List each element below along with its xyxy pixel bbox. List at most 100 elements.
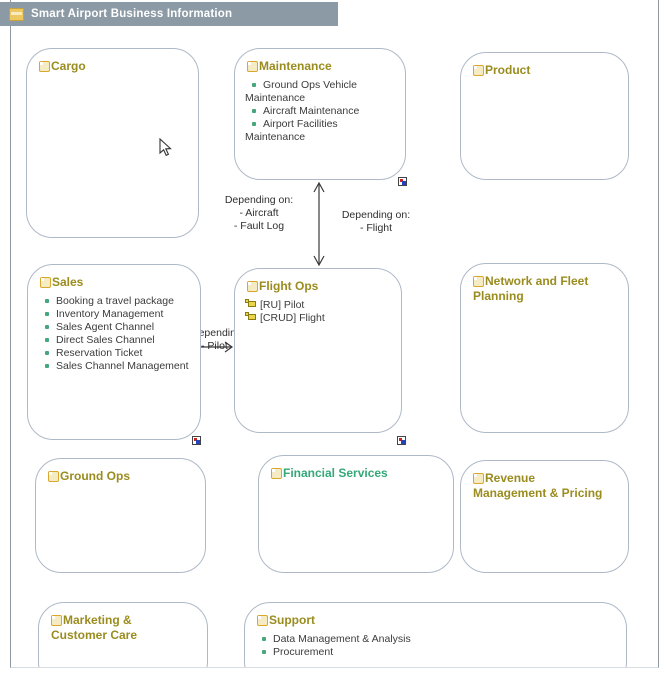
dependency-arrow-maintenance-flightops[interactable] bbox=[313, 181, 325, 267]
business-function-icon bbox=[271, 468, 282, 479]
box-title-label: Financial Services bbox=[283, 466, 388, 480]
list-item[interactable]: Booking a travel package bbox=[36, 295, 192, 308]
box-flight-ops[interactable]: Flight Ops [RU] Pilot [CRUD] Flight bbox=[234, 268, 402, 433]
bullet-icon bbox=[45, 312, 49, 316]
box-support[interactable]: Support Data Management & Analysis Procu… bbox=[244, 602, 627, 667]
business-object-item[interactable]: [CRUD] Flight bbox=[243, 312, 393, 325]
connection-label-pilot[interactable]: Depending on: - Pilot bbox=[191, 327, 234, 353]
box-title-label: Flight Ops bbox=[259, 279, 319, 293]
business-function-icon bbox=[247, 281, 258, 292]
bullet-icon bbox=[45, 299, 49, 303]
box-financial-services[interactable]: Financial Services bbox=[258, 455, 454, 573]
business-function-icon bbox=[257, 615, 268, 626]
business-function-icon bbox=[473, 276, 484, 287]
box-maintenance[interactable]: Maintenance Ground Ops Vehicle Maintenan… bbox=[234, 48, 406, 180]
business-function-icon bbox=[473, 473, 484, 484]
business-object-item[interactable]: [RU] Pilot bbox=[243, 299, 393, 312]
group-header[interactable]: Smart Airport Business Information bbox=[0, 2, 338, 26]
object-label: [CRUD] Flight bbox=[260, 312, 325, 324]
label-line: Depending on: bbox=[224, 194, 294, 206]
list-item-label: Ground Ops Vehicle Maintenance bbox=[245, 79, 357, 104]
box-title: Network and Fleet Planning bbox=[469, 272, 620, 304]
list-item-label: Reservation Ticket bbox=[56, 347, 143, 359]
business-function-icon bbox=[39, 61, 50, 72]
box-marketing-customer-care[interactable]: Marketing & Customer Care bbox=[38, 602, 208, 667]
list-item[interactable]: Procurement bbox=[253, 646, 618, 659]
business-function-icon bbox=[51, 615, 62, 626]
business-function-icon bbox=[40, 277, 51, 288]
box-cargo[interactable]: Cargo bbox=[26, 48, 199, 238]
bullet-icon bbox=[252, 122, 256, 126]
label-line: Depending on: bbox=[341, 209, 411, 221]
list-item[interactable]: Inventory Management bbox=[36, 308, 192, 321]
hidden-relations-badge[interactable] bbox=[397, 436, 406, 445]
bullet-icon bbox=[45, 338, 49, 342]
box-network-fleet-planning[interactable]: Network and Fleet Planning bbox=[460, 263, 629, 433]
list-item-label: Aircraft Maintenance bbox=[263, 105, 360, 117]
box-title: Support bbox=[253, 611, 618, 628]
label-line: - Aircraft bbox=[239, 207, 279, 219]
group-title: Smart Airport Business Information bbox=[31, 8, 233, 20]
hidden-relations-badge[interactable] bbox=[192, 436, 201, 445]
list-item[interactable]: Aircraft Maintenance bbox=[243, 105, 397, 118]
box-title: Product bbox=[469, 61, 620, 78]
list-item-label: Sales Agent Channel bbox=[56, 321, 155, 333]
box-title: Ground Ops bbox=[44, 467, 197, 484]
bullet-icon bbox=[45, 364, 49, 368]
box-title-label: Revenue Management & Pricing bbox=[473, 471, 603, 500]
box-title: Marketing & Customer Care bbox=[47, 611, 199, 643]
bullet-icon bbox=[262, 650, 266, 654]
list-item-label: Direct Sales Channel bbox=[56, 334, 155, 346]
mouse-cursor-icon bbox=[159, 138, 172, 157]
bullet-icon bbox=[252, 83, 256, 87]
box-title: Maintenance bbox=[243, 57, 397, 74]
bullet-icon bbox=[45, 351, 49, 355]
dependency-arrow-sales-flightops[interactable] bbox=[201, 341, 234, 353]
business-object-icon bbox=[245, 312, 256, 322]
list-item[interactable]: Airport Facilities Maintenance bbox=[243, 118, 397, 144]
list-item[interactable]: Data Management & Analysis bbox=[253, 633, 618, 646]
box-title: Sales bbox=[36, 273, 192, 290]
box-title-label: Product bbox=[485, 63, 531, 77]
business-function-icon bbox=[247, 61, 258, 72]
box-title: Revenue Management & Pricing bbox=[469, 469, 620, 501]
list-item-label: Airport Facilities Maintenance bbox=[245, 118, 338, 143]
box-title-label: Sales bbox=[52, 275, 84, 289]
business-object-icon bbox=[245, 299, 256, 309]
list-item[interactable]: Sales Agent Channel bbox=[36, 321, 192, 334]
business-function-icon bbox=[48, 471, 59, 482]
list-item[interactable]: Direct Sales Channel bbox=[36, 334, 192, 347]
box-title: Cargo bbox=[35, 57, 190, 74]
list-item[interactable]: Reservation Ticket bbox=[36, 347, 192, 360]
hidden-relations-badge[interactable] bbox=[398, 177, 407, 186]
box-title: Flight Ops bbox=[243, 277, 393, 294]
box-revenue-management-pricing[interactable]: Revenue Management & Pricing bbox=[460, 460, 629, 573]
box-ground-ops[interactable]: Ground Ops bbox=[35, 458, 206, 573]
box-product[interactable]: Product bbox=[460, 52, 629, 180]
box-title-label: Cargo bbox=[51, 59, 86, 73]
list-item[interactable]: Ground Ops Vehicle Maintenance bbox=[243, 79, 397, 105]
list-item[interactable]: Sales Channel Management bbox=[36, 360, 192, 373]
list-item-label: Procurement bbox=[273, 646, 334, 658]
connection-label-aircraft-faultlog[interactable]: Depending on: - Aircraft - Fault Log bbox=[204, 194, 314, 233]
folder-icon bbox=[9, 7, 24, 21]
label-line: - Pilot bbox=[201, 340, 228, 352]
bullet-icon bbox=[262, 637, 266, 641]
box-sales[interactable]: Sales Booking a travel package Inventory… bbox=[27, 264, 201, 440]
group-body[interactable]: Depending on: - Aircraft - Fault Log Dep… bbox=[10, 0, 659, 668]
box-title-label: Support bbox=[269, 613, 315, 627]
label-line: - Flight bbox=[359, 222, 393, 234]
object-label: [RU] Pilot bbox=[260, 299, 305, 311]
label-line: - Fault Log bbox=[233, 220, 285, 232]
box-title-label: Maintenance bbox=[259, 59, 332, 73]
connection-label-flight[interactable]: Depending on: - Flight bbox=[330, 209, 422, 235]
list-item-label: Booking a travel package bbox=[56, 295, 174, 307]
box-title: Financial Services bbox=[267, 464, 445, 481]
bullet-icon bbox=[45, 325, 49, 329]
business-function-icon bbox=[473, 65, 484, 76]
box-title-label: Ground Ops bbox=[60, 469, 130, 483]
box-title-label: Marketing & Customer Care bbox=[51, 613, 138, 642]
bullet-icon bbox=[252, 109, 256, 113]
box-title-label: Network and Fleet Planning bbox=[473, 274, 589, 303]
